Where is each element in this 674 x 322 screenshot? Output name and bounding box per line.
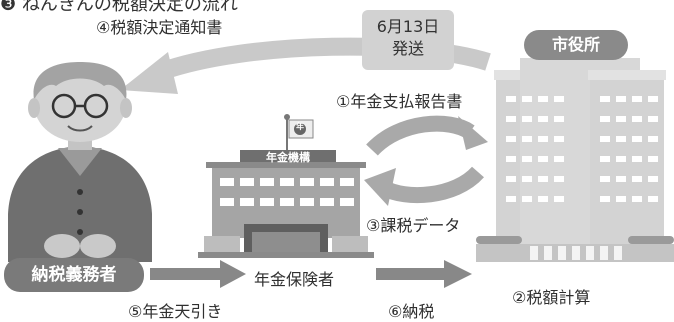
arrow-step3-data (364, 166, 484, 206)
shipping-date: 6月13日 (376, 17, 440, 36)
city-hall-windows (506, 96, 658, 202)
shipping-date-box: 6月13日 発送 (362, 10, 454, 70)
arrow-step4-notice (120, 37, 491, 94)
label-step6: ⑥納税 (388, 302, 435, 321)
flag-char: 年 (296, 122, 304, 131)
label-step4: ④税額決定通知書 (96, 18, 223, 37)
insurer-windows (220, 178, 354, 206)
label-step2: ②税額計算 (512, 288, 591, 307)
city-hall-pill: 市役所 (524, 30, 628, 60)
city-hall-building (476, 58, 674, 262)
label-step5: ⑤年金天引き (128, 302, 223, 321)
arrow-step5-deduction (150, 260, 246, 288)
taxpayer-figure (8, 62, 152, 262)
diagram-heading: ❸ ねんきんの税額決定の流れ (0, 0, 238, 15)
arrow-step6-payment (376, 260, 472, 288)
taxpayer-pill: 納税義務者 (4, 258, 144, 292)
pension-insurer-building (198, 114, 374, 258)
label-pension-insurer: 年金保険者 (254, 270, 335, 289)
arrow-step1-report (366, 115, 488, 156)
label-step3: ③課税データ (366, 216, 461, 235)
label-step1: ①年金支払報告書 (336, 92, 463, 111)
shipping-label: 発送 (391, 39, 424, 58)
insurer-sign: 年金機構 (266, 151, 310, 164)
